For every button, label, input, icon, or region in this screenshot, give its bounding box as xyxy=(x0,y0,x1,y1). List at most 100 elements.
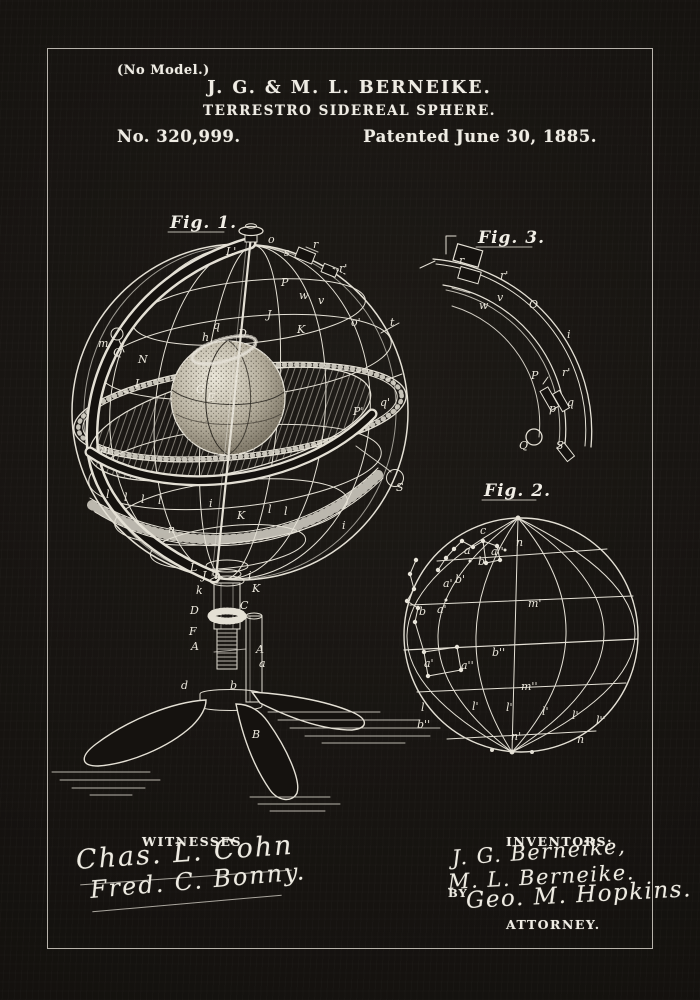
part-label-m': m' xyxy=(528,597,541,610)
part-label-m: m xyxy=(100,443,110,456)
part-label-l: l xyxy=(268,503,272,516)
patent-number: No. 320,999. xyxy=(117,127,241,146)
part-label-i: i xyxy=(248,569,252,582)
part-label-J: J xyxy=(200,569,207,582)
by-label: BY xyxy=(448,886,468,900)
part-label-a': a' xyxy=(424,657,434,670)
part-label-r': r' xyxy=(500,269,508,282)
part-label-a: a xyxy=(259,657,266,670)
part-label-A: A xyxy=(190,640,199,653)
part-label-l'': l'' xyxy=(596,714,606,727)
part-label-h: h xyxy=(202,331,209,344)
part-label-a'': a'' xyxy=(461,659,474,672)
fig2-celestial-globe-drawing: Fig. 2. xyxy=(403,481,639,755)
invention-title: TERRESTRO SIDEREAL SPHERE. xyxy=(203,103,496,119)
part-label-I: I xyxy=(134,377,140,390)
part-label-l: l xyxy=(284,505,288,518)
part-label-o: o xyxy=(268,233,275,246)
part-label-b'': b'' xyxy=(492,646,505,659)
part-label-S: S xyxy=(396,481,404,494)
part-label-l': l' xyxy=(472,700,479,713)
part-label-a': a' xyxy=(443,577,453,590)
part-label-J: J xyxy=(265,308,272,321)
part-label-P: P xyxy=(530,369,539,382)
part-label-i: i xyxy=(209,497,213,510)
part-label-k: k xyxy=(196,584,203,597)
part-label-S: S xyxy=(556,439,564,452)
part-label-r': r' xyxy=(339,262,347,275)
part-label-D: D xyxy=(237,327,247,340)
part-label-F: F xyxy=(188,625,197,638)
part-label-n': n' xyxy=(511,730,521,743)
part-label-l: l xyxy=(106,488,110,501)
part-label-l': l' xyxy=(506,701,513,714)
part-label-D: D xyxy=(189,604,199,617)
part-label-r: r xyxy=(313,238,319,251)
part-label-i: i xyxy=(567,328,571,341)
part-label-Q: Q xyxy=(113,346,122,359)
part-label-L': L' xyxy=(225,245,236,258)
part-label-b: b xyxy=(230,679,237,692)
plate-border xyxy=(47,48,653,949)
part-label-Q: Q xyxy=(519,439,528,452)
fig3-caption: Fig. 3. xyxy=(477,228,545,248)
part-label-l': l' xyxy=(572,709,579,722)
part-label-w: w xyxy=(299,289,309,302)
part-label-a: a xyxy=(464,544,471,557)
part-label-G: G xyxy=(196,383,205,396)
part-label-N: N xyxy=(137,353,148,366)
part-label-p: p xyxy=(549,402,556,415)
part-label-t: t xyxy=(390,316,395,329)
inventors-heading: INVENTORS: xyxy=(506,834,614,849)
part-label-B: B xyxy=(251,728,260,741)
part-label-o': o' xyxy=(351,316,361,329)
patent-date: Patented June 30, 1885. xyxy=(363,127,597,146)
part-label-b: b xyxy=(419,605,426,618)
part-label-m'': m'' xyxy=(521,680,537,693)
part-label-n: n xyxy=(577,733,584,746)
part-label-C: C xyxy=(240,599,249,612)
attorney-heading: ATTORNEY. xyxy=(506,917,601,932)
part-label-E: E xyxy=(206,391,215,404)
part-label-n: n xyxy=(168,523,175,536)
part-label-l: l xyxy=(124,491,128,504)
part-label-P': P' xyxy=(352,405,363,418)
part-label-b': b' xyxy=(455,573,465,586)
part-label-n: n xyxy=(516,536,523,549)
part-label-P: P xyxy=(280,276,289,289)
part-label-w: w xyxy=(479,299,489,312)
part-label-r': r' xyxy=(562,366,570,379)
part-label-l': l' xyxy=(542,705,549,718)
part-label-L: L xyxy=(189,561,197,574)
part-label-b'': b'' xyxy=(417,718,430,731)
part-label-a': a' xyxy=(437,603,447,616)
part-label-m: m xyxy=(98,337,108,350)
part-label-q': q' xyxy=(380,396,390,409)
witnesses-heading: WITNESSES xyxy=(142,834,242,849)
fig1-caption: Fig. 1. xyxy=(169,213,237,233)
part-label-O: O xyxy=(529,298,538,311)
part-label-c: c xyxy=(480,524,486,537)
fig1-armillary-sphere-drawing: Fig. 1. xyxy=(51,213,441,812)
part-label-q: q xyxy=(567,396,574,409)
part-label-b: b xyxy=(478,555,485,568)
part-label-s: s xyxy=(284,246,290,259)
part-label-a'': a'' xyxy=(491,545,504,558)
inventor-names-heading: J. G. & M. L. BERNEIKE. xyxy=(207,78,492,98)
fig2-caption: Fig. 2. xyxy=(483,481,551,501)
part-label-v: v xyxy=(318,294,325,307)
no-model-note: (No Model.) xyxy=(117,63,210,78)
part-label-i: i xyxy=(342,519,346,532)
part-label-r: r xyxy=(459,254,465,267)
part-label-d: d xyxy=(181,679,188,692)
part-label-q: q xyxy=(213,319,220,332)
part-label-K: K xyxy=(251,582,261,595)
part-label-l: l xyxy=(158,494,162,507)
part-label-K: K xyxy=(236,509,246,522)
